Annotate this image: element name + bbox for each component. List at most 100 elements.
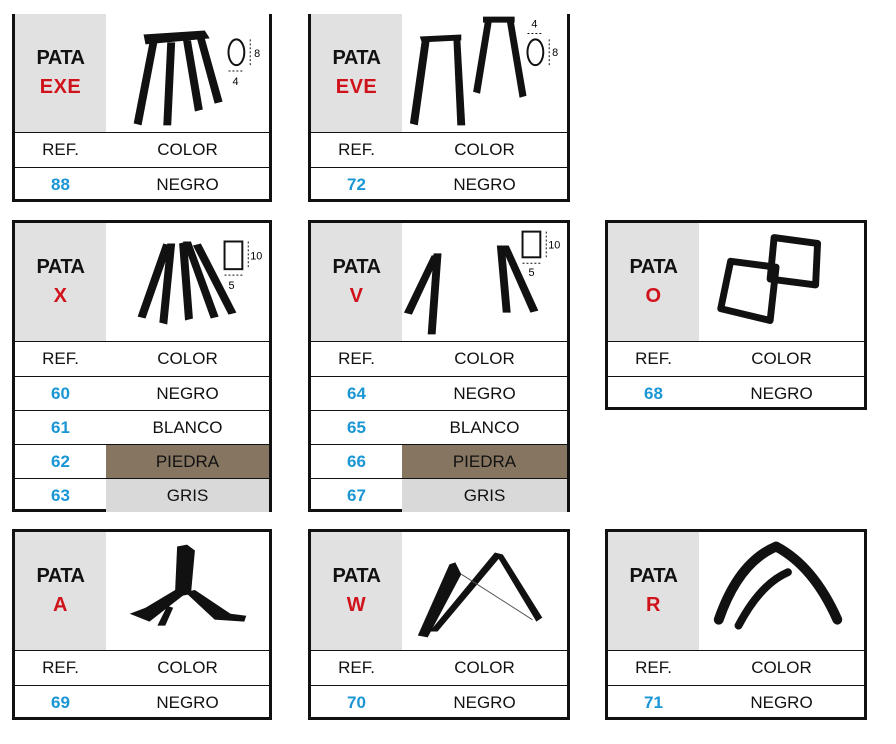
color-value-gris-swatch: GRIS	[402, 479, 567, 512]
pata-word: PATA	[332, 256, 382, 278]
ref-number: 69	[51, 692, 70, 712]
table-row: 70 NEGRO	[311, 685, 567, 719]
dimension-height: 8	[552, 47, 558, 59]
ref-header: REF.	[42, 140, 79, 159]
ref-header: REF.	[635, 349, 672, 368]
color-value: BLANCO	[152, 417, 223, 437]
ref-number: 71	[644, 692, 663, 712]
ref-number: 67	[347, 485, 366, 505]
color-header: COLOR	[454, 140, 515, 159]
model-name: R	[646, 594, 661, 616]
color-value: BLANCO	[449, 417, 520, 437]
ref-number: 64	[347, 383, 366, 403]
color-value-piedra-swatch: PIEDRA	[402, 445, 567, 478]
pata-word: PATA	[629, 565, 679, 587]
crossed-a-frame-legs-icon: 10 5	[106, 223, 269, 341]
model-label: PATA EVE	[311, 14, 402, 132]
color-header: COLOR	[157, 140, 218, 159]
color-value: NEGRO	[156, 383, 219, 403]
ref-header: REF.	[338, 658, 375, 677]
color-header: COLOR	[751, 658, 812, 677]
card-pata-v: PATA V 10 5 REF. COLOR 64 NEGRO 65 BLANC…	[308, 220, 570, 512]
ref-number: 63	[51, 485, 70, 505]
model-name: V	[349, 285, 364, 307]
color-value: NEGRO	[453, 692, 516, 712]
pata-word: PATA	[36, 256, 86, 278]
card-header: PATA O	[608, 223, 864, 342]
card-header: PATA A	[15, 532, 269, 651]
ref-number: 68	[644, 383, 663, 403]
model-label: PATA A	[15, 532, 106, 650]
table-row: 65 BLANCO	[311, 410, 567, 444]
card-header: PATA R	[608, 532, 864, 651]
dimension-height: 10	[250, 250, 262, 262]
dimension-height: 10	[548, 239, 560, 251]
card-pata-exe: PATA EXE 8 4 REF. COLOR 88 NEGRO	[12, 14, 272, 202]
dimension-width: 4	[232, 76, 238, 88]
table-row: 64 NEGRO	[311, 376, 567, 410]
dimension-width: 5	[528, 267, 534, 279]
ref-number: 62	[51, 451, 70, 471]
card-header: PATA V 10 5	[311, 223, 567, 342]
table-header-row: REF. COLOR	[608, 342, 864, 376]
table-row: 68 NEGRO	[608, 376, 864, 410]
table-header-row: REF. COLOR	[15, 133, 269, 167]
color-value-piedra-swatch: PIEDRA	[106, 445, 269, 478]
table-row: 66 PIEDRA	[311, 444, 567, 478]
tripod-spider-base-icon	[106, 532, 269, 650]
model-label: PATA W	[311, 532, 402, 650]
pata-word: PATA	[36, 47, 86, 69]
model-name: W	[346, 594, 367, 616]
model-name: EXE	[39, 76, 82, 98]
table-header-row: REF. COLOR	[311, 342, 567, 376]
model-label: PATA O	[608, 223, 699, 341]
ref-number: 88	[51, 174, 70, 194]
ref-header: REF.	[338, 349, 375, 368]
w-shaped-leg-icon	[402, 532, 567, 650]
table-header-row: REF. COLOR	[15, 651, 269, 685]
pata-word: PATA	[332, 47, 382, 69]
card-pata-a: PATA A REF. COLOR 69 NEGRO	[12, 529, 272, 720]
table-row: 62 PIEDRA	[15, 444, 269, 478]
color-value: NEGRO	[750, 383, 813, 403]
ref-number: 66	[347, 451, 366, 471]
ref-header: REF.	[635, 658, 672, 677]
pata-word: PATA	[629, 256, 679, 278]
color-value-gris-swatch: GRIS	[106, 479, 269, 512]
color-header: COLOR	[157, 658, 218, 677]
color-value: NEGRO	[156, 692, 219, 712]
ref-number: 60	[51, 383, 70, 403]
color-header: COLOR	[454, 349, 515, 368]
model-name: O	[645, 285, 662, 307]
rounded-arch-legs-icon	[699, 532, 864, 650]
ref-number: 65	[347, 417, 366, 437]
table-header-row: REF. COLOR	[311, 133, 567, 167]
card-pata-eve: PATA EVE 4 8 REF. COLOR 72 NEGRO	[308, 14, 570, 202]
ref-number: 70	[347, 692, 366, 712]
model-label: PATA R	[608, 532, 699, 650]
ref-number: 72	[347, 174, 366, 194]
card-header: PATA EXE 8 4	[15, 14, 269, 133]
card-header: PATA X 10 5	[15, 223, 269, 342]
color-header: COLOR	[751, 349, 812, 368]
dimension-width: 5	[228, 280, 234, 292]
pair-of-trapezoid-legs-icon: 4 8	[402, 14, 567, 132]
ref-header: REF.	[42, 349, 79, 368]
table-header-row: REF. COLOR	[608, 651, 864, 685]
table-row: 72 NEGRO	[311, 167, 567, 201]
table-row: 69 NEGRO	[15, 685, 269, 719]
color-header: COLOR	[157, 349, 218, 368]
color-value: NEGRO	[156, 174, 219, 194]
table-row: 63 GRIS	[15, 478, 269, 512]
color-value: NEGRO	[453, 174, 516, 194]
ref-header: REF.	[338, 140, 375, 159]
model-label: PATA EXE	[15, 14, 106, 132]
card-header: PATA W	[311, 532, 567, 651]
color-value: NEGRO	[750, 692, 813, 712]
card-pata-w: PATA W REF. COLOR 70 NEGRO	[308, 529, 570, 720]
dimension-width: 4	[531, 19, 537, 31]
table-row: 61 BLANCO	[15, 410, 269, 444]
pata-word: PATA	[36, 565, 86, 587]
dimension-height: 8	[254, 48, 260, 60]
ref-number: 61	[51, 417, 70, 437]
